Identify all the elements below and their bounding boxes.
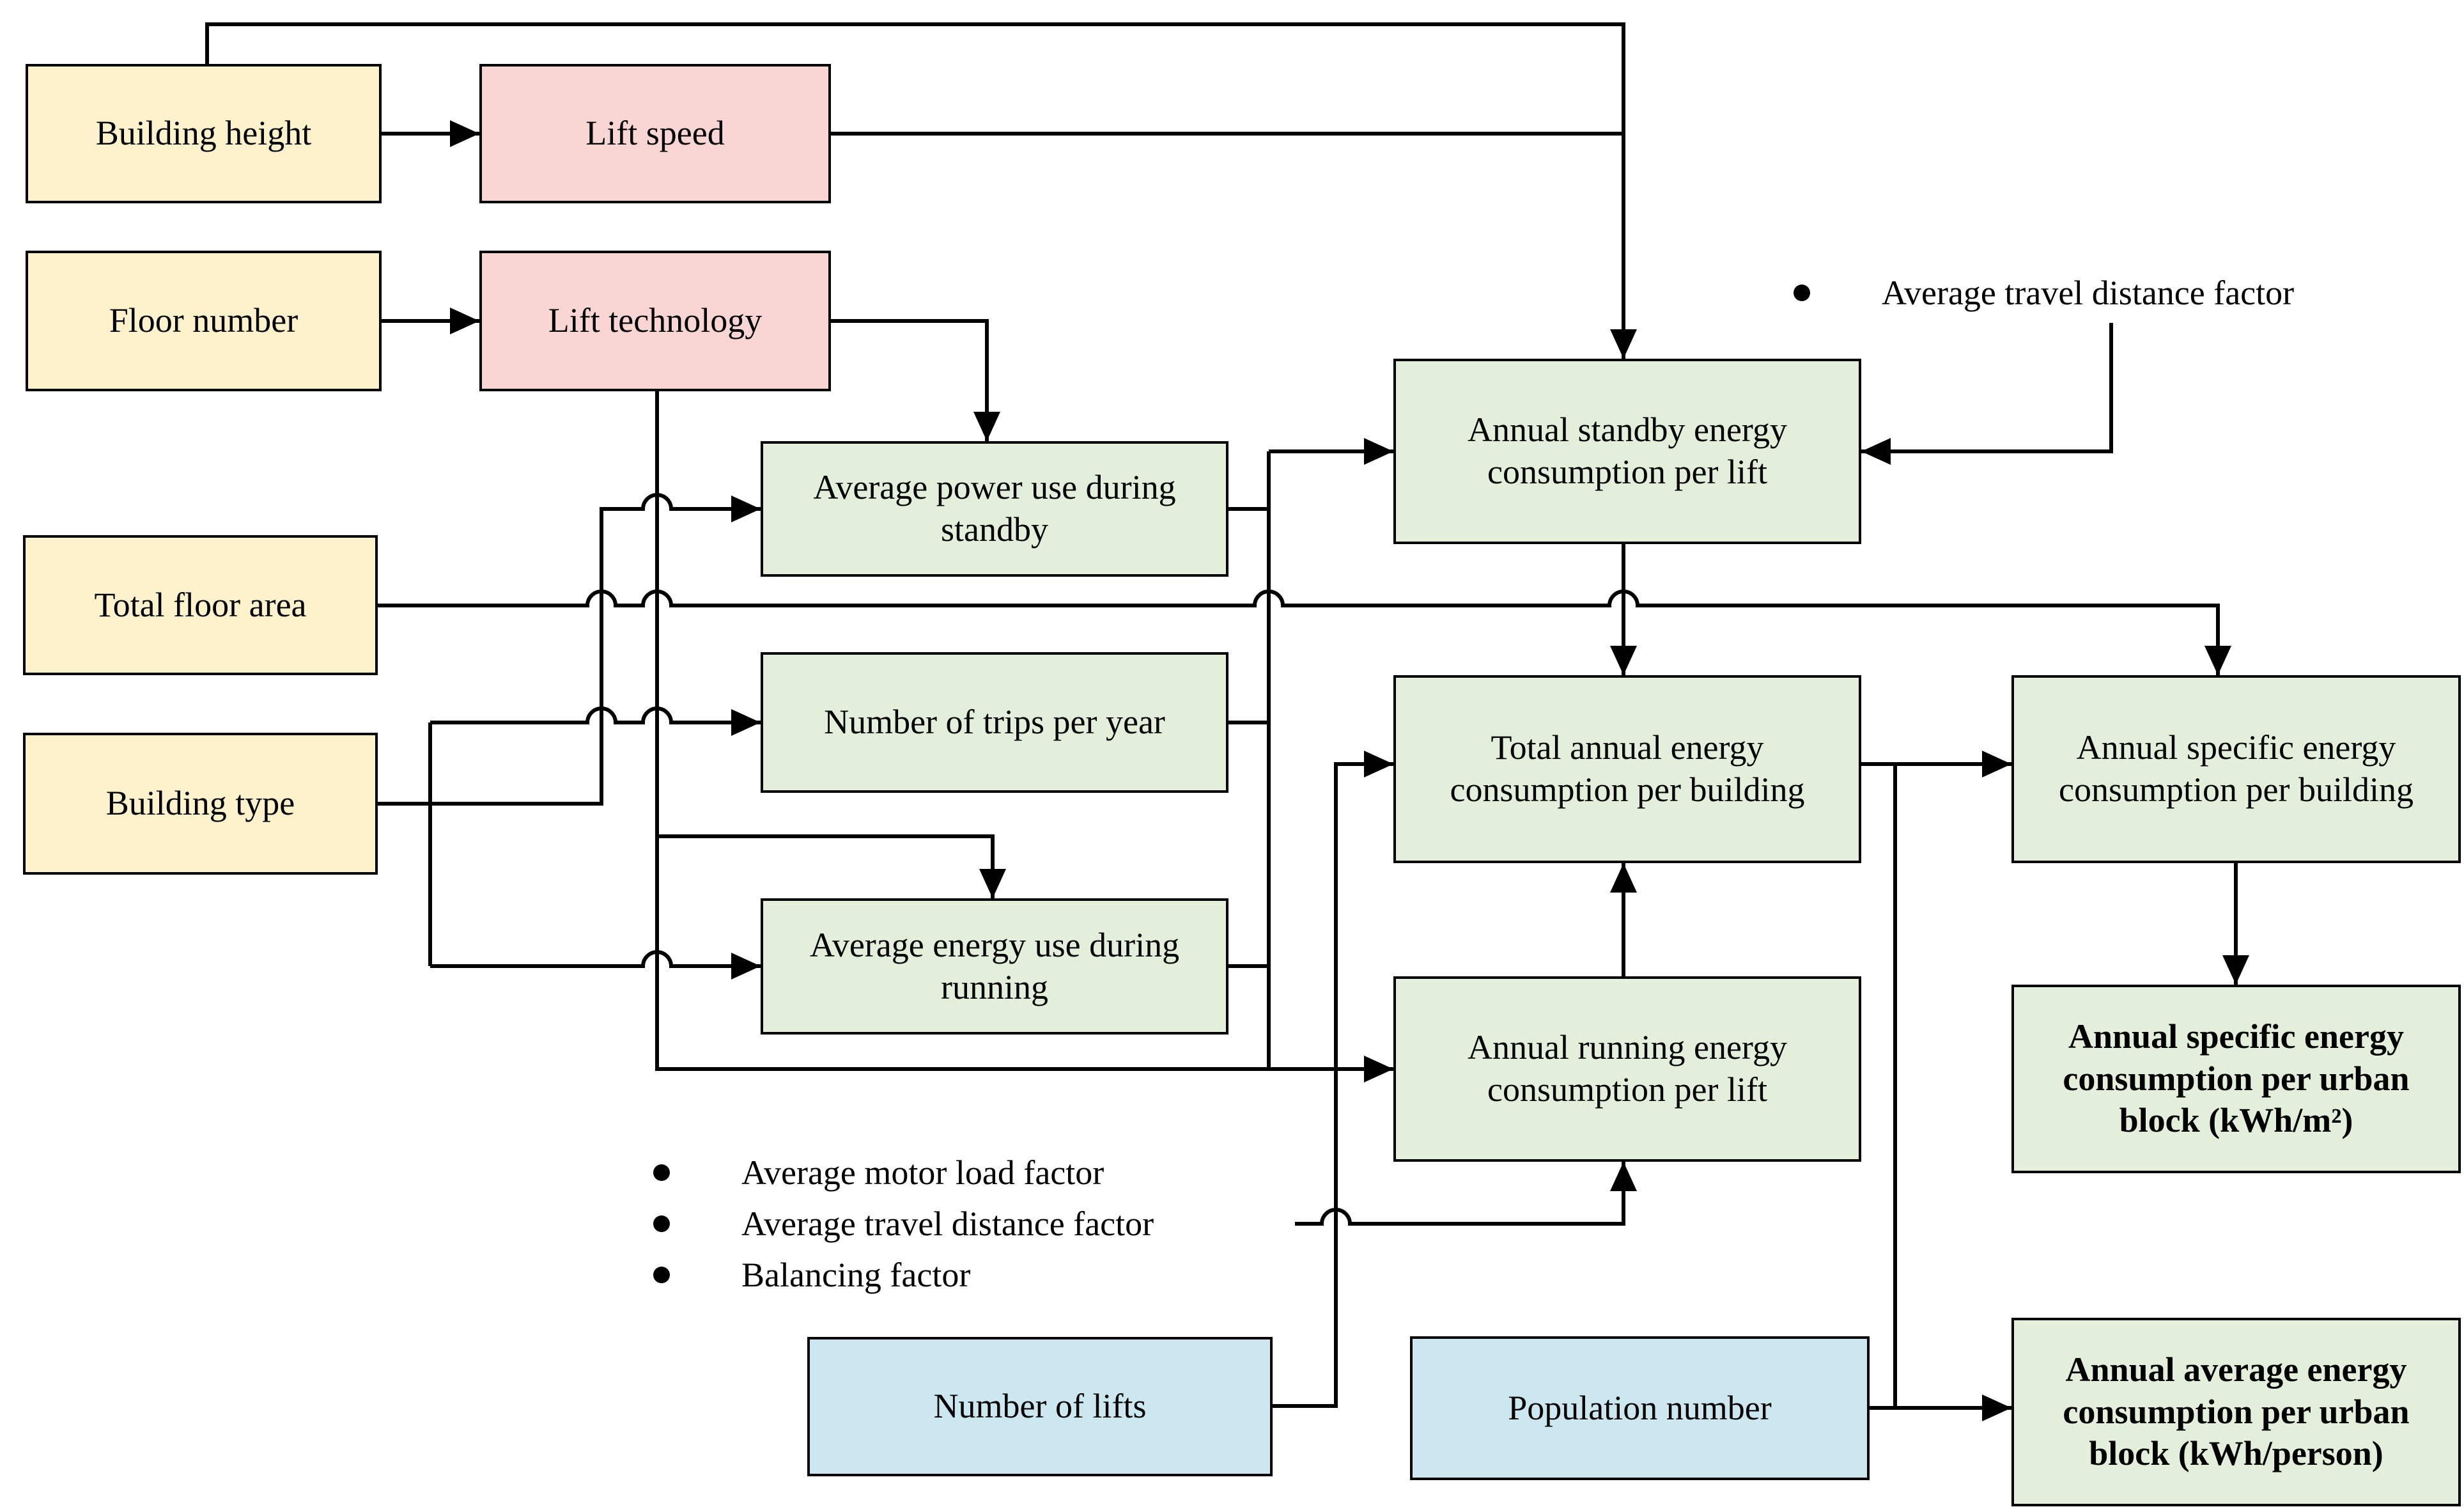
node-label: Lift speed (585, 114, 725, 153)
arrowhead (1610, 646, 1637, 675)
node-avg-energy-running: Average energy use during running (761, 898, 1228, 1035)
node-number-of-lifts: Number of lifts (807, 1337, 1273, 1476)
edge-travel-distance-to-annual-standby (1861, 323, 2113, 453)
arrowheads (450, 120, 2249, 1421)
bullet-balancing-factor: Balancing factor (653, 1249, 970, 1300)
node-label: Building height (95, 114, 312, 153)
arrowhead (450, 120, 479, 147)
node-total-floor-area: Total floor area (23, 535, 378, 675)
edge-lift-technology-to-avg-energy-top (657, 834, 995, 898)
node-label: Annual standby energy consumption per li… (1468, 410, 1787, 491)
node-num-trips-per-year: Number of trips per year (761, 652, 1228, 793)
arrowhead (1610, 329, 1637, 359)
arrowhead (2222, 955, 2249, 985)
arrowhead (1610, 1162, 1637, 1191)
node-label: Annual running energy consumption per li… (1468, 1028, 1787, 1109)
edge-lift-technology-to-avg-power-top (831, 319, 989, 441)
edge-building-height-to-annual-standby-top (205, 22, 1625, 359)
node-floor-number: Floor number (26, 251, 382, 391)
node-annual-specific-building: Annual specific energy consumption per b… (2011, 675, 2461, 863)
edge-factors-to-annual-running (1295, 1162, 1625, 1226)
bullet-dot-icon (653, 1215, 670, 1232)
edge-building-type-to-avg-power (378, 493, 761, 806)
arrowhead (1364, 751, 1393, 777)
edge-lift-technology-trunk-to-annual-running (655, 391, 1393, 1071)
node-label: Floor number (109, 301, 298, 340)
arrowhead (1364, 1056, 1393, 1082)
arrowhead (450, 308, 479, 334)
arrowhead (973, 412, 1000, 441)
node-label: Total floor area (94, 585, 307, 624)
bullet-avg-motor-load: Average motor load factor (653, 1147, 1104, 1198)
bullet-dot-icon (653, 1164, 670, 1181)
node-label: Average power use during standby (813, 468, 1176, 549)
node-label: Average energy use during running (809, 925, 1180, 1006)
arrowhead (731, 496, 761, 522)
node-label: Number of lifts (933, 1387, 1147, 1426)
node-label: Population number (1508, 1388, 1772, 1427)
edge-building-type-to-num-trips (430, 707, 761, 724)
arrowhead (979, 869, 1006, 898)
arrowhead (1982, 1394, 2011, 1421)
bullet-label: Average travel distance factor (741, 1205, 1154, 1243)
node-label: Lift technology (548, 301, 763, 340)
arrowhead (1364, 438, 1393, 465)
node-annual-specific-urban: Annual specific energy consumption per u… (2011, 985, 2461, 1173)
node-label: Total annual energy consumption per buil… (1450, 728, 1805, 809)
arrowhead (1861, 438, 1891, 465)
node-label: Building type (105, 784, 295, 823)
node-lift-technology: Lift technology (479, 251, 831, 391)
node-annual-standby: Annual standby energy consumption per li… (1393, 359, 1861, 544)
node-label: Annual specific energy consumption per b… (2059, 728, 2414, 809)
edge-total-floor-area-to-annual-specific (378, 590, 2220, 675)
node-building-type: Building type (23, 733, 378, 875)
edge-number-of-lifts-to-total-annual (1273, 762, 1393, 1408)
node-population-number: Population number (1410, 1336, 1870, 1480)
arrowhead (731, 953, 761, 980)
bullet-dot-icon (653, 1267, 670, 1283)
node-annual-average-urban: Annual average energy consumption per ur… (2011, 1318, 2461, 1506)
node-label: Number of trips per year (824, 703, 1165, 742)
node-label: Annual specific energy consumption per u… (2063, 1017, 2410, 1140)
bullet-dot-icon (1794, 285, 1810, 301)
node-annual-running: Annual running energy consumption per li… (1393, 976, 1861, 1162)
arrowhead (2204, 646, 2231, 675)
bullet-label: Average motor load factor (741, 1153, 1104, 1192)
bullet-label: Average travel distance factor (1882, 274, 2295, 312)
node-building-height: Building height (26, 64, 382, 203)
arrowhead (731, 709, 761, 736)
node-label: Annual average energy consumption per ur… (2063, 1350, 2410, 1473)
node-lift-speed: Lift speed (479, 64, 831, 203)
bullet-avg-travel-distance-top: Average travel distance factor (1794, 267, 2294, 318)
arrowhead (1610, 863, 1637, 893)
edge-building-type-to-avg-energy (430, 950, 761, 968)
arrowhead (1982, 751, 2011, 777)
bullet-avg-travel-distance-mid: Average travel distance factor (653, 1198, 1154, 1249)
node-total-annual: Total annual energy consumption per buil… (1393, 675, 1861, 863)
bullet-label: Balancing factor (741, 1256, 971, 1294)
node-avg-power-standby: Average power use during standby (761, 441, 1228, 577)
